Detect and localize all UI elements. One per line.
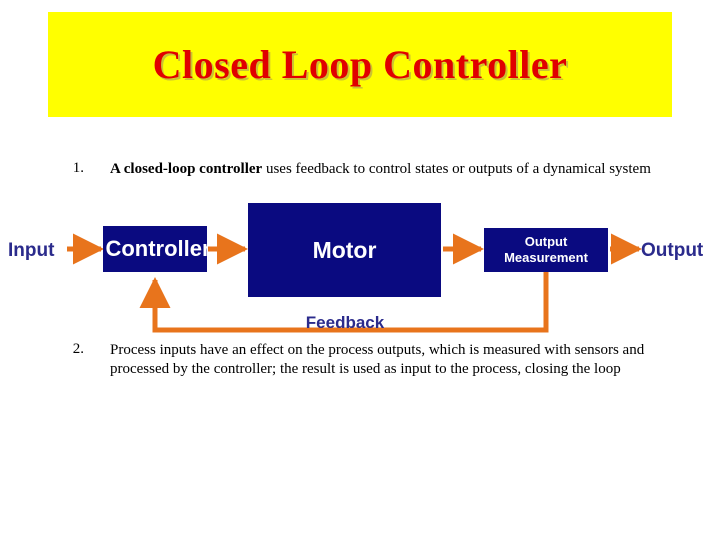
label-feedback: Feedback	[305, 313, 385, 332]
block-measurement-label-line1: Output	[524, 234, 568, 249]
block-measurement-label-line2: Measurement	[504, 250, 588, 265]
bullet-number-2: 2.	[72, 341, 84, 357]
block-controller: Controller	[103, 226, 207, 272]
bullet-1-bold-lead: A closed-loop controller	[110, 161, 263, 177]
label-input: Input	[8, 240, 55, 261]
bullet-1-rest: uses feedback to control states or outpu…	[262, 161, 651, 177]
page-title: Closed Loop Controller	[152, 42, 568, 87]
block-motor-label: Motor	[312, 236, 377, 263]
label-output: Output	[641, 240, 704, 261]
bullet-text-2: Process inputs have an effect on the pro…	[110, 342, 645, 377]
block-controller-label: Controller	[105, 236, 207, 261]
bullet-text-1: A closed-loop controller uses feedback t…	[110, 160, 655, 179]
title-banner: Closed Loop Controller	[48, 12, 672, 117]
block-output-measurement: Output Measurement	[484, 228, 608, 272]
block-motor: Motor	[248, 203, 441, 297]
bullet-number-1: 1.	[72, 160, 84, 176]
